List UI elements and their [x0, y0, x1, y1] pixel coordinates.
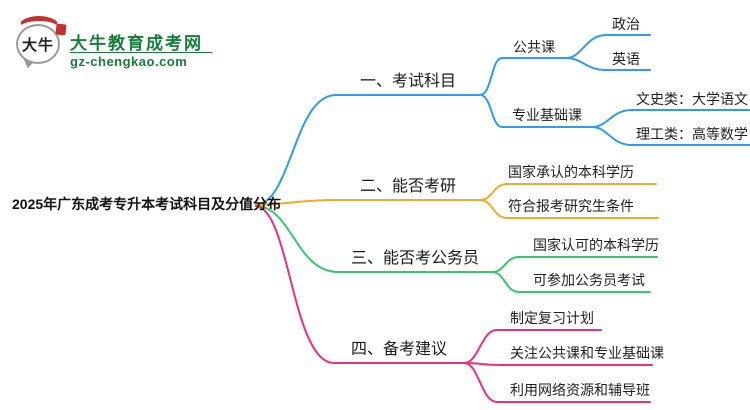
connector-line	[491, 271, 651, 293]
connector-line	[565, 57, 651, 71]
branch-exam-subjects-lines	[255, 34, 750, 206]
node-public-courses: 公共课	[513, 39, 555, 55]
connector-line	[591, 126, 750, 146]
connector-line	[491, 256, 658, 273]
connector-line	[479, 183, 657, 201]
connector-line	[463, 329, 602, 364]
node-science-advanced-math: 理工类：高等数学	[636, 126, 748, 142]
branch-prep-advice-lines	[255, 205, 653, 403]
logo-characters: 大牛	[21, 37, 54, 54]
node-focus-core-courses: 关注公共课和专业基础课	[510, 345, 664, 361]
brand-logo: 大牛 大牛教育成考网 gz-chengkao.com	[12, 12, 222, 70]
speech-bubble-icon: 大牛	[16, 24, 60, 64]
branch-topic-postgraduate: 二、能否考研	[359, 178, 456, 195]
site-name: 大牛教育成考网	[70, 34, 203, 53]
node-postgraduate-eligibility: 符合报考研究生条件	[508, 198, 634, 214]
connector-line	[463, 362, 651, 403]
connector-line	[255, 205, 465, 364]
node-civil-servant-exam: 可参加公务员考试	[533, 272, 645, 288]
connector-line	[255, 94, 481, 206]
connector-line	[479, 57, 567, 96]
node-review-plan: 制定复习计划	[510, 310, 594, 326]
connector-line	[479, 199, 659, 219]
connector-line	[479, 94, 593, 128]
branch-topic-civil-servant: 三、能否考公务员	[350, 250, 479, 267]
branch-topic-exam-subjects: 一、考试科目	[359, 73, 456, 90]
seal-icon	[55, 23, 67, 36]
branch-civil-servant-lines	[255, 205, 658, 293]
connector-line	[565, 34, 651, 59]
node-recognized-bachelor-degree: 国家承认的本科学历	[508, 164, 634, 180]
brand-divider	[70, 52, 212, 53]
node-politics: 政治	[612, 16, 640, 32]
node-english: 英语	[612, 51, 640, 67]
node-online-resources-tutoring: 利用网络资源和辅导班	[510, 382, 650, 398]
connector-line	[255, 199, 481, 206]
connector-line	[255, 205, 493, 273]
connector-line	[463, 362, 653, 366]
red-arc-icon	[18, 16, 60, 39]
branch-postgraduate-lines	[255, 183, 659, 219]
node-state-recognized-degree: 国家认可的本科学历	[533, 237, 659, 253]
connector-line	[591, 109, 750, 128]
node-professional-basic-courses: 专业基础课	[512, 107, 582, 123]
root-topic: 2025年广东成考专升本考试科目及分值分布	[12, 196, 282, 212]
site-domain: gz-chengkao.com	[70, 54, 188, 69]
branch-topic-prep-advice: 四、备考建议	[350, 341, 447, 358]
node-liberal-arts-college-chinese: 文史类：大学语文	[636, 91, 748, 107]
